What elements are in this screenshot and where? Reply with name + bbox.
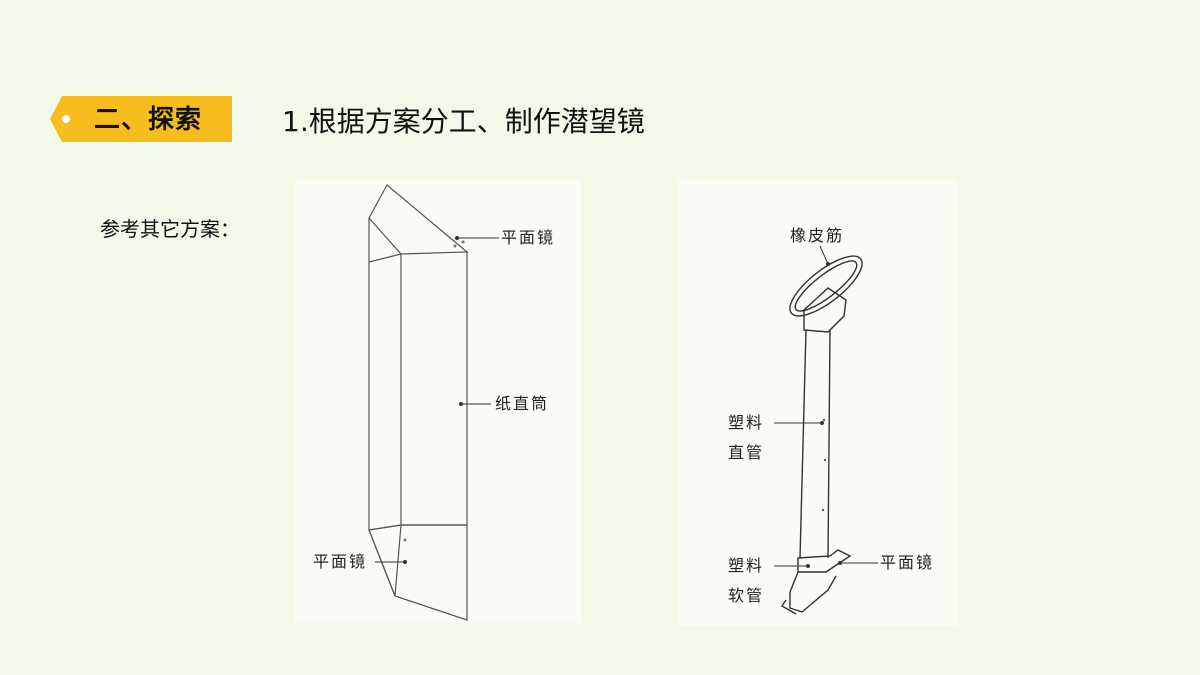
label-plastic-soft-pipe-line2: 软管 [728, 586, 765, 605]
label-mirror-right: 平面镜 [880, 553, 935, 572]
label-mirror-bottom: 平面镜 [313, 552, 368, 571]
label-paper-tube: 纸直筒 [495, 394, 550, 413]
label-plastic-straight-pipe: 塑料 直管 [728, 413, 764, 463]
badge-label: 二、探索 [94, 105, 203, 135]
label-plastic-straight-pipe-line2: 直管 [728, 443, 765, 462]
page-title: 1.根据方案分工、制作潜望镜 [282, 105, 645, 138]
label-rubber-band: 橡皮筋 [790, 226, 845, 245]
label-plastic-soft-pipe-line1: 塑料 [728, 556, 765, 575]
pipe-periscope-diagram: 橡皮筋 塑料 直管 平面镜 塑料 软管 [678, 180, 958, 626]
badge-shape [50, 96, 232, 142]
paper-periscope-diagram: 平面镜 纸直筒 平面镜 [295, 180, 581, 623]
label-plastic-soft-pipe: 塑料 软管 [728, 556, 764, 606]
section-badge: 二、探索 [48, 94, 234, 144]
reference-label: 参考其它方案： [100, 217, 240, 241]
label-plastic-straight-pipe-line1: 塑料 [728, 413, 765, 432]
paper-periscope-drawing [368, 184, 499, 621]
pipe-periscope-drawing [774, 245, 878, 615]
label-mirror-top: 平面镜 [501, 228, 556, 247]
